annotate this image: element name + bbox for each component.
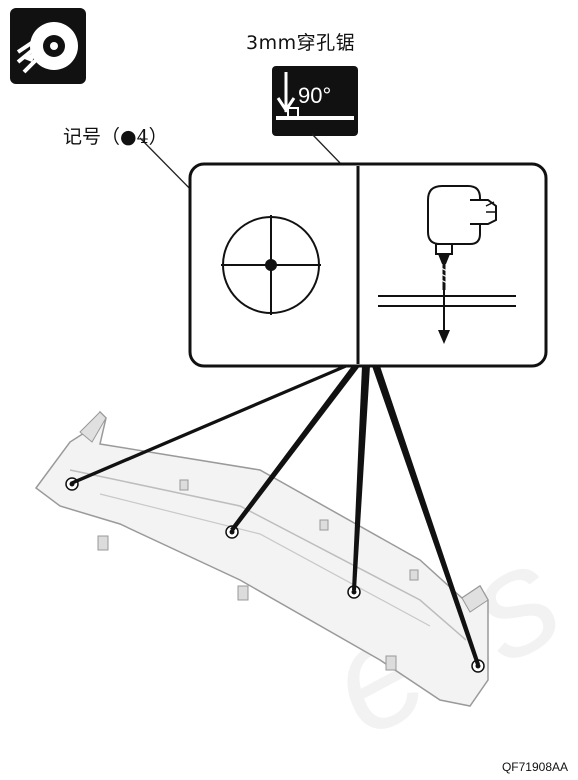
screw-hole (471, 659, 485, 673)
drill-direction-arrow (438, 330, 450, 344)
power-drill-icon (427, 185, 497, 290)
drilling-tool-icon (10, 8, 86, 84)
crosshair-mark (221, 215, 321, 315)
mark-label: 记号（●4） (63, 126, 168, 148)
detail-box (188, 162, 548, 368)
callout-pointers (70, 366, 480, 665)
perpendicular-90-icon: 90° (272, 66, 358, 136)
bumper-cover-part (34, 410, 489, 707)
angle-label: 90° (298, 83, 331, 108)
drill-size-label: 3mm穿孔锯 (246, 32, 356, 54)
part-code: QF71908AA (501, 760, 568, 774)
